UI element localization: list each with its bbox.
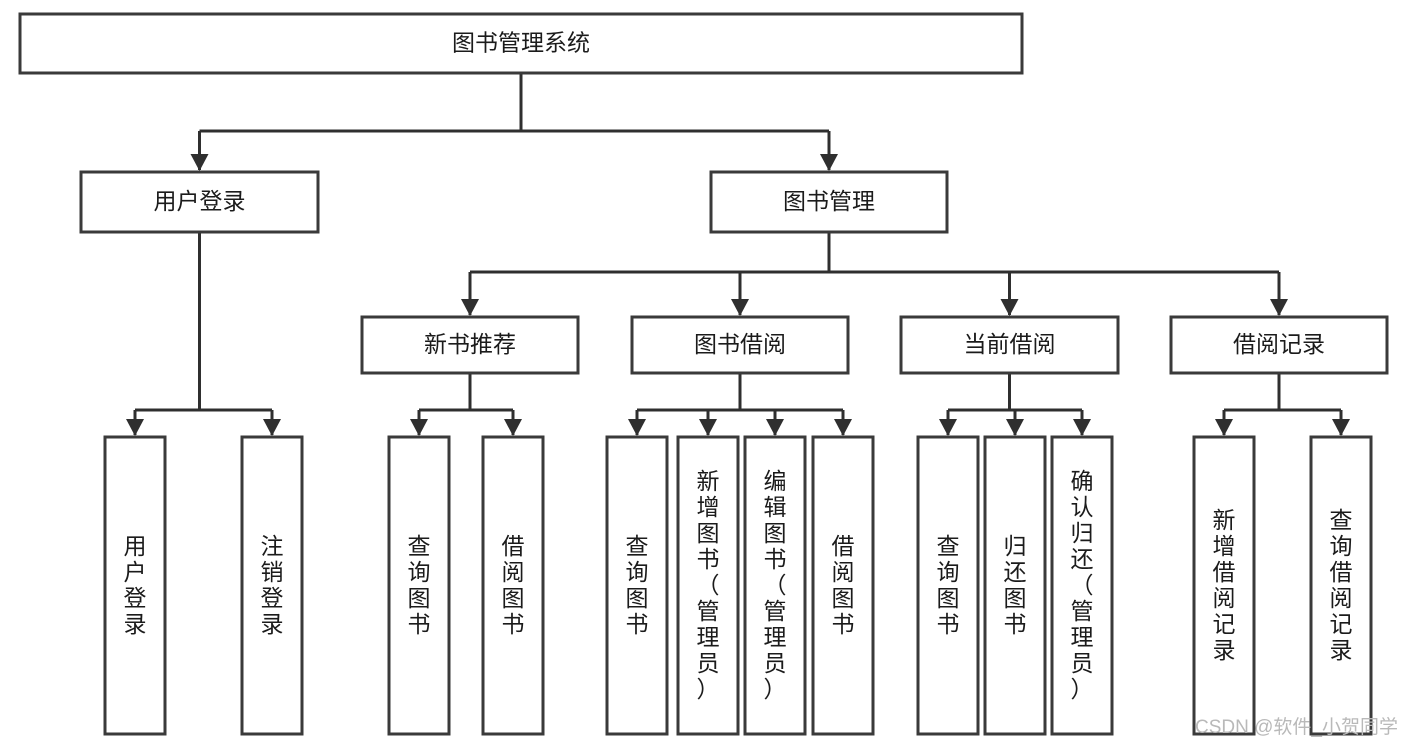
node-leaf-edit-book-admin[interactable]: 编辑图书（管理员） [743, 435, 807, 736]
node-leaf-query-book-1-label: 查询图书 [408, 533, 431, 637]
node-current-borrow-box[interactable] [899, 315, 1120, 375]
book-borrow-to-leaves-arrow-3 [834, 419, 852, 436]
node-leaf-borrow-book-2-box[interactable] [811, 435, 875, 736]
node-leaf-query-book-2[interactable]: 查询图书 [605, 435, 669, 736]
node-leaf-return-book-box[interactable] [983, 435, 1047, 736]
node-leaf-query-borrow-record[interactable]: 查询借阅记录 [1309, 435, 1373, 736]
node-leaf-query-book-1[interactable]: 查询图书 [387, 435, 451, 736]
node-book-management[interactable]: 图书管理 [709, 170, 949, 234]
node-leaf-confirm-return-admin-label: 确认归还（管理员） [1071, 468, 1094, 702]
current-borrow-to-leaves-arrow-1 [1006, 419, 1024, 436]
book-management-to-level3-arrow-2 [1000, 299, 1019, 316]
node-current-borrow[interactable]: 当前借阅 [899, 315, 1120, 375]
node-leaf-query-book-2-box[interactable] [605, 435, 669, 736]
node-leaf-user-logout[interactable]: 注销登录 [240, 435, 304, 736]
node-borrow-record-box[interactable] [1169, 315, 1389, 375]
node-leaf-confirm-return-admin-box[interactable] [1050, 435, 1114, 736]
node-book-borrow-label: 图书借阅 [694, 331, 786, 357]
node-leaf-add-book-admin-label: 新增图书（管理员） [697, 468, 720, 702]
csdn-watermark: CSDN @软件_小贺同学 [1195, 716, 1398, 738]
node-borrow-record[interactable]: 借阅记录 [1169, 315, 1389, 375]
node-leaf-borrow-book-2[interactable]: 借阅图书 [811, 435, 875, 736]
book-management-to-level3-arrow-3 [1270, 299, 1288, 316]
new-book-recommend-to-leaves-arrow-0 [410, 419, 428, 436]
new-book-recommend-to-leaves-arrow-1 [504, 419, 522, 436]
node-leaf-query-book-3-label: 查询图书 [937, 533, 960, 637]
root-to-level2-arrow-1 [820, 154, 838, 171]
node-leaf-query-borrow-record-box[interactable] [1309, 435, 1373, 736]
node-user-login-box[interactable] [79, 170, 320, 234]
node-leaf-borrow-book-1[interactable]: 借阅图书 [481, 435, 545, 736]
node-book-management-label: 图书管理 [783, 188, 875, 214]
borrow-record-to-leaves-arrow-0 [1215, 419, 1233, 436]
node-leaf-query-borrow-record-label: 查询借阅记录 [1330, 507, 1353, 663]
node-new-book-recommend[interactable]: 新书推荐 [360, 315, 580, 375]
book-borrow-to-leaves-arrow-2 [766, 419, 784, 436]
node-leaf-return-book-label: 归还图书 [1004, 533, 1027, 637]
book-management-to-level3-arrow-0 [461, 299, 479, 316]
node-leaf-return-book[interactable]: 归还图书 [983, 435, 1047, 736]
node-leaf-user-login[interactable]: 用户登录 [103, 435, 167, 736]
current-borrow-to-leaves-arrow-0 [939, 419, 957, 436]
node-new-book-recommend-label: 新书推荐 [424, 331, 516, 357]
node-leaf-query-book-2-label: 查询图书 [626, 533, 649, 637]
node-leaf-add-borrow-record-label: 新增借阅记录 [1213, 507, 1236, 663]
node-book-management-box[interactable] [709, 170, 949, 234]
node-leaf-query-book-1-box[interactable] [387, 435, 451, 736]
node-leaf-user-logout-box[interactable] [240, 435, 304, 736]
node-leaf-query-book-3[interactable]: 查询图书 [916, 435, 980, 736]
node-leaf-confirm-return-admin[interactable]: 确认归还（管理员） [1050, 435, 1114, 736]
node-borrow-record-label: 借阅记录 [1233, 331, 1325, 357]
user-login-to-leaves-arrow-0 [126, 419, 144, 436]
node-leaf-borrow-book-1-label: 借阅图书 [502, 533, 525, 637]
book-borrow-to-leaves-arrow-1 [699, 419, 717, 436]
node-leaf-add-book-admin-box[interactable] [676, 435, 740, 736]
node-book-borrow[interactable]: 图书借阅 [630, 315, 850, 375]
node-leaf-edit-book-admin-label: 编辑图书（管理员） [764, 468, 787, 702]
root-to-level2-arrow-0 [190, 154, 209, 171]
node-root-system[interactable]: 图书管理系统 [18, 12, 1024, 75]
node-leaf-add-book-admin[interactable]: 新增图书（管理员） [676, 435, 740, 736]
current-borrow-to-leaves-arrow-2 [1073, 419, 1091, 436]
node-current-borrow-label: 当前借阅 [964, 331, 1056, 357]
book-management-to-level3-arrow-1 [731, 299, 749, 316]
node-user-login-label: 用户登录 [154, 188, 246, 214]
node-leaf-borrow-book-2-label: 借阅图书 [832, 533, 855, 637]
node-new-book-recommend-box[interactable] [360, 315, 580, 375]
node-leaf-borrow-book-1-box[interactable] [481, 435, 545, 736]
node-leaf-user-logout-label: 注销登录 [261, 533, 284, 637]
node-leaf-edit-book-admin-box[interactable] [743, 435, 807, 736]
node-layer: 图书管理系统用户登录图书管理新书推荐图书借阅当前借阅借阅记录用户登录注销登录查询… [18, 12, 1389, 736]
book-borrow-to-leaves-arrow-0 [628, 419, 646, 436]
node-root-system-label: 图书管理系统 [452, 30, 590, 56]
connector-layer [126, 73, 1350, 436]
user-login-to-leaves-arrow-1 [263, 419, 281, 436]
node-leaf-user-login-box[interactable] [103, 435, 167, 736]
borrow-record-to-leaves-arrow-1 [1332, 419, 1350, 436]
node-leaf-add-borrow-record-box[interactable] [1192, 435, 1256, 736]
node-book-borrow-box[interactable] [630, 315, 850, 375]
node-leaf-user-login-label: 用户登录 [124, 533, 147, 637]
node-leaf-query-book-3-box[interactable] [916, 435, 980, 736]
node-leaf-add-borrow-record[interactable]: 新增借阅记录 [1192, 435, 1256, 736]
node-root-system-box[interactable] [18, 12, 1024, 75]
node-user-login[interactable]: 用户登录 [79, 170, 320, 234]
